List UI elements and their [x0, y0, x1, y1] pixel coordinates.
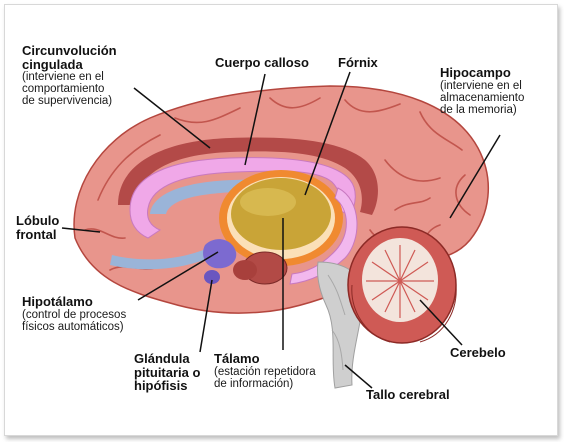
label-desc: físicos automáticos) [22, 320, 124, 333]
corpus-callosum [129, 157, 356, 239]
leader-hipotalamo [137, 251, 219, 301]
label-title: frontal [16, 226, 57, 242]
cerebellum [347, 226, 457, 344]
label-title: Glándula [134, 351, 190, 366]
label-glandula: Glándula pituitaria o hipófisis [134, 352, 200, 393]
cingulate-gyrus [118, 137, 378, 215]
label-desc: de información) [214, 377, 294, 390]
label-desc: (estación repetidora [214, 365, 316, 378]
label-title: Tálamo [214, 351, 260, 366]
leader-fornix [304, 71, 351, 196]
leader-cuerpo-calloso [244, 73, 266, 166]
label-title: hipófisis [134, 378, 188, 394]
leader-cerebelo [419, 299, 463, 346]
label-circunvolucion: Circunvolución cingulada (interviene en … [22, 43, 117, 108]
label-hipocampo: Hipocampo (interviene en el almacenamien… [440, 66, 524, 116]
label-desc: almacenamiento [440, 91, 525, 104]
label-title: cingulada [22, 56, 83, 72]
leader-lobulo [61, 227, 101, 233]
label-tallo-cerebral: Tallo cerebral [366, 388, 450, 402]
label-title: Lóbulo [16, 213, 60, 228]
label-desc: de la memoria) [440, 103, 517, 116]
label-title: Cuerpo calloso [215, 55, 309, 70]
label-title: Circunvolución [22, 43, 117, 58]
leader-circunvolucion [133, 87, 211, 149]
label-lobulo-frontal: Lóbulo frontal [16, 214, 59, 241]
label-cerebelo: Cerebelo [450, 346, 506, 360]
label-hipotalamo: Hipotálamo (control de procesos físicos … [22, 295, 126, 333]
label-desc: de supervivencia) [22, 95, 113, 108]
hypothalamus [203, 239, 237, 269]
label-desc: (interviene en el [22, 71, 104, 84]
label-fornix: Fórnix [338, 56, 378, 70]
fornix [289, 187, 358, 285]
label-title: Tallo cerebral [366, 387, 450, 402]
label-desc: (control de procesos [22, 308, 127, 321]
label-cuerpo-calloso: Cuerpo calloso [215, 56, 309, 70]
pituitary-gland [204, 270, 220, 284]
label-title: pituitaria o [134, 364, 201, 380]
label-desc: (interviene en el [440, 79, 522, 92]
label-talamo: Tálamo (estación repetidora de informaci… [214, 352, 316, 390]
label-title: Fórnix [338, 55, 378, 70]
label-desc: comportamiento [22, 83, 105, 96]
leader-glandula [199, 279, 213, 353]
leader-tallo [344, 364, 373, 389]
leader-lines [61, 71, 501, 389]
label-title: Cerebelo [450, 345, 506, 360]
label-title: Hipocampo [440, 65, 511, 80]
label-title: Hipotálamo [22, 294, 93, 309]
leader-hipocampo [449, 134, 501, 219]
